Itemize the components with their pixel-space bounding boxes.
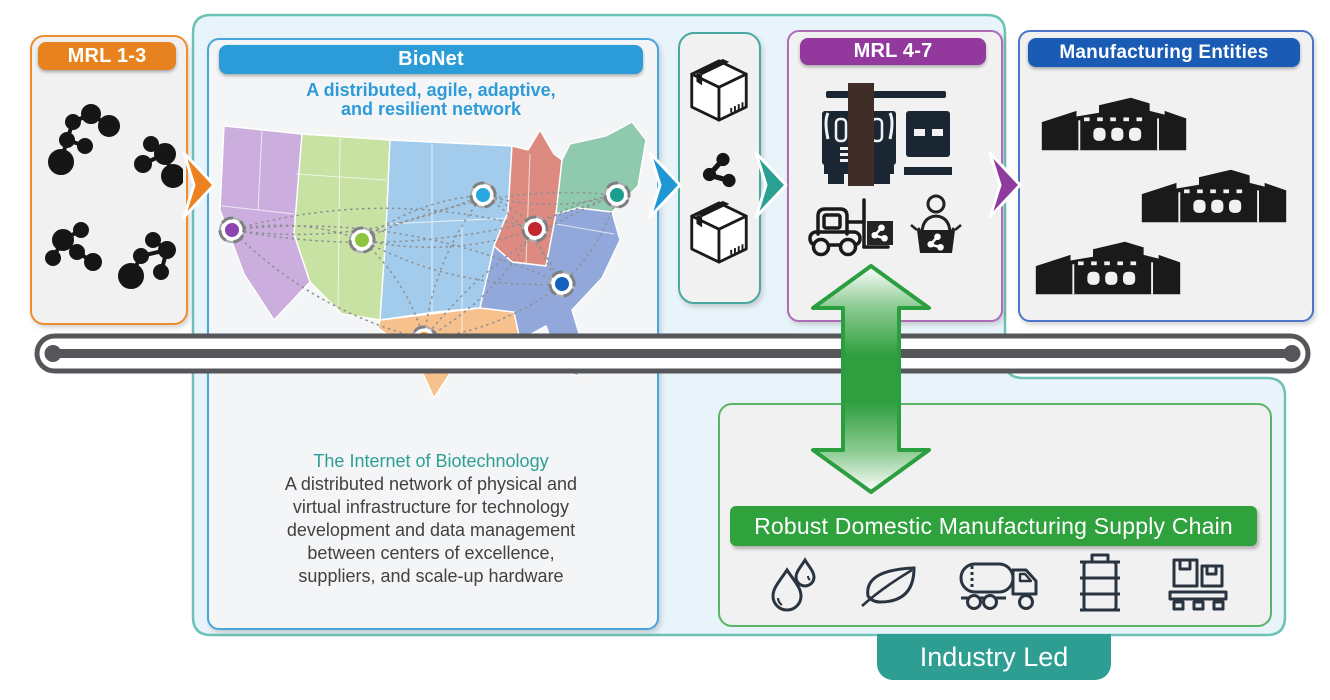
map-region-south-central bbox=[377, 307, 521, 399]
tanker-truck-icon bbox=[959, 562, 1038, 610]
industry-led-label: Industry Led bbox=[919, 641, 1069, 672]
node-great-lakes bbox=[521, 215, 549, 243]
molecule-cluster-icon bbox=[45, 104, 183, 289]
network-link bbox=[482, 194, 618, 206]
mrl13-header: MRL 1-3 bbox=[38, 42, 176, 70]
manufacturing-entities-label: Manufacturing Entities bbox=[1059, 41, 1269, 63]
water-drops-icon bbox=[771, 557, 816, 612]
mrl47-header: MRL 4-7 bbox=[800, 38, 986, 65]
us-network-map bbox=[218, 121, 647, 399]
drum-icon bbox=[1080, 553, 1120, 612]
node-plains bbox=[469, 181, 497, 209]
network-link bbox=[231, 207, 536, 231]
network-link bbox=[423, 194, 484, 340]
network-link bbox=[361, 239, 563, 286]
bionet-subtitle: A distributed, agile, adaptive, and resi… bbox=[306, 80, 556, 119]
network-link bbox=[361, 191, 618, 241]
mrl47-label: MRL 4-7 bbox=[853, 40, 933, 62]
feedback-double-arrow bbox=[811, 264, 931, 494]
network-link bbox=[231, 194, 618, 244]
network-link bbox=[423, 194, 618, 340]
network-link bbox=[482, 194, 536, 230]
map-region-northeast bbox=[555, 121, 647, 215]
factory-icon-2 bbox=[1136, 166, 1292, 226]
node-southeast bbox=[548, 270, 576, 298]
factory-icon-1 bbox=[1036, 94, 1192, 154]
operator-icon bbox=[910, 194, 962, 253]
flow-chevron-orange-icon bbox=[182, 151, 216, 219]
node-northeast bbox=[603, 181, 631, 209]
bionet-header: BioNet bbox=[219, 45, 643, 74]
mrl13-label: MRL 1-3 bbox=[67, 44, 147, 67]
pallet-icon bbox=[1168, 558, 1228, 611]
industry-led-tab: Industry Led bbox=[877, 634, 1111, 680]
bionet-footer-heading: The Internet of Biotechnology bbox=[313, 451, 549, 471]
network-link bbox=[231, 224, 363, 241]
factory-icon-3 bbox=[1032, 238, 1184, 298]
share-icon bbox=[702, 152, 738, 188]
bionet-label: BioNet bbox=[398, 48, 464, 70]
supply-chain-banner: Robust Domestic Manufacturing Supply Cha… bbox=[730, 506, 1257, 546]
manufacturing-entities-header: Manufacturing Entities bbox=[1028, 38, 1300, 67]
node-mountain bbox=[348, 226, 376, 254]
package-icon-bottom bbox=[688, 200, 750, 266]
supply-chain-banner-label: Robust Domestic Manufacturing Supply Cha… bbox=[754, 512, 1233, 539]
bionet-footer: The Internet of Biotechnology A distribu… bbox=[213, 450, 649, 588]
forklift-icon bbox=[808, 198, 893, 257]
network-link bbox=[361, 194, 484, 241]
node-west bbox=[218, 216, 246, 244]
flow-chevron-teal-icon bbox=[754, 151, 788, 219]
network-link bbox=[231, 225, 563, 285]
leaf-icon bbox=[861, 566, 916, 607]
flow-chevron-blue-icon bbox=[648, 151, 682, 219]
scaleup-equipment-icon bbox=[822, 83, 952, 186]
package-icon-top bbox=[688, 58, 750, 124]
flow-chevron-purple-icon bbox=[988, 151, 1022, 219]
network-link bbox=[534, 228, 563, 285]
network-link bbox=[423, 228, 536, 340]
